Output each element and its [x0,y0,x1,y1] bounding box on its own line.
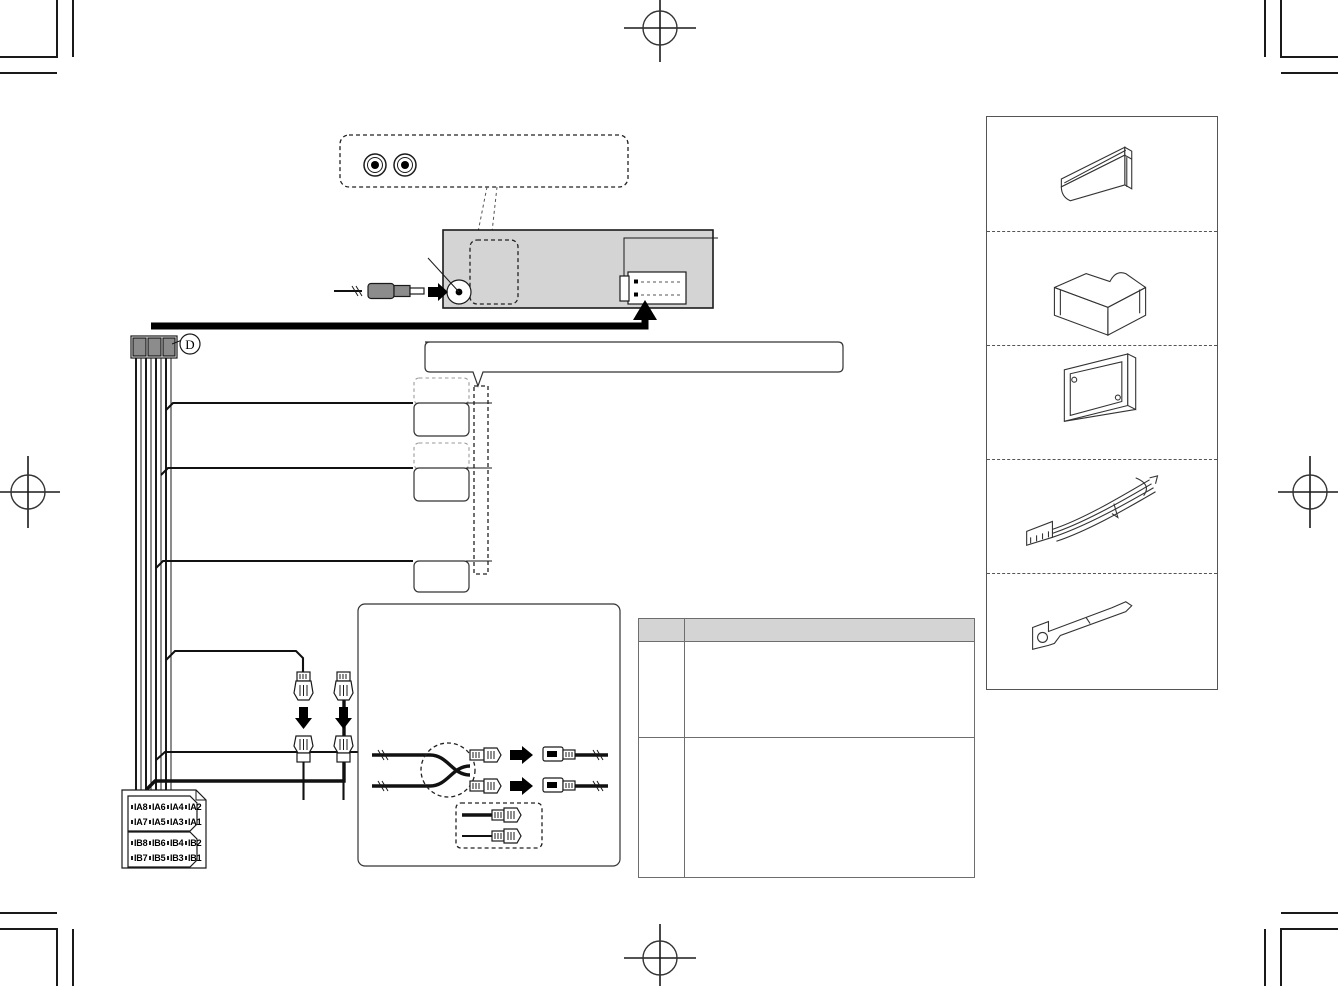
mounting-sleeve-icon [1053,272,1147,336]
specification-table [638,618,975,878]
trim-plate-icon [1060,146,1133,202]
pin-label-b1: IB1 [188,853,202,863]
table-cell-value [684,641,975,738]
crop-mark-bottom-left [0,912,74,986]
table-row [638,737,975,878]
pin-label-a4: IA4 [170,802,184,812]
accessory-item-mounting-sleeve [987,231,1217,345]
pin-label-b2: IB2 [188,838,202,848]
harness-fuse-block [130,335,178,359]
pin-label-a3: IA3 [170,817,184,827]
banner-callout [424,341,844,388]
power-harness-icon [1026,475,1159,546]
pin-label-b5: IB5 [152,853,166,863]
rca-preout-callout [339,134,629,233]
wire-bundle [135,358,172,800]
table-row [638,641,975,738]
pin-label-b8: IB8 [134,838,148,848]
pin-label-a2: IA2 [188,802,202,812]
splice-arrow-2 [510,777,533,795]
table-header-row [638,618,975,642]
table-cell-label [638,641,685,738]
iso-harness-socket [619,271,687,305]
rca-preout-jacks [363,153,417,177]
crop-mark-top-left [0,0,74,74]
pin-label-a1: IA1 [188,817,202,827]
pin-label-a8: IA8 [134,802,148,812]
branch-wires [155,401,413,569]
crop-mark-bottom-right [1264,912,1338,986]
callout-box-1 [413,377,470,437]
table-header-cell-1 [638,618,685,642]
accessory-item-faceplate-frame [987,345,1217,459]
harness-tag-d: D [171,333,201,355]
splice-terminal-left-1 [469,747,502,763]
pin-label-b3: IB3 [170,853,184,863]
pin-label-b4: IB4 [170,838,184,848]
pin-label-a7: IA7 [134,817,148,827]
pin-label-b7: IB7 [134,853,148,863]
iso-connector-b: IB8 IB6 IB4 IB2 IB7 IB5 IB3 IB1 [127,831,202,868]
callout-group-bracket [466,385,492,575]
crop-mark-top-right [1264,0,1338,74]
extraction-key-icon [1032,601,1133,651]
splice-inset-group [455,802,543,849]
terminal-pair-right [333,671,354,800]
splice-inset-item-1 [462,807,522,823]
terminal-pair-left [293,671,314,800]
splice-inset-item-2 [462,828,522,844]
iso-connector-a: IA8 IA6 IA4 IA2 IA7 IA5 IA3 IA1 [127,795,202,832]
harness-trunk [151,300,657,330]
splice-terminal-left-2 [469,778,502,794]
pin-label-a6: IA6 [152,802,166,812]
harness-tag-label: D [185,337,194,352]
splice-crossover [372,742,476,798]
registration-mark-bottom [624,924,696,986]
iso-connector-housing: IA8 IA6 IA4 IA2 IA7 IA5 IA3 IA1 IB8 IB6 … [121,789,207,869]
accessory-item-trim-plate [987,117,1217,231]
splice-result-1 [542,746,608,762]
registration-mark-right [1278,456,1338,528]
callout-box-2 [413,442,470,502]
accessory-item-power-harness [987,459,1217,573]
faceplate-frame-icon [1063,353,1137,423]
splice-arrow-1 [510,746,533,764]
registration-mark-top [624,0,696,62]
pin-label-a5: IA5 [152,817,166,827]
callout-box-3 [413,560,470,593]
pin-label-b6: IB6 [152,838,166,848]
splice-result-2 [542,777,608,793]
supplied-accessories-panel [986,116,1218,690]
table-cell-label [638,737,685,878]
accessory-item-extraction-key [987,573,1217,687]
registration-mark-left [0,456,60,528]
table-header-cell-2 [684,618,975,642]
table-cell-value [684,737,975,878]
antenna-plug [334,257,460,301]
splice-detail-panel [357,603,621,867]
head-unit-rear-panel [442,229,718,309]
